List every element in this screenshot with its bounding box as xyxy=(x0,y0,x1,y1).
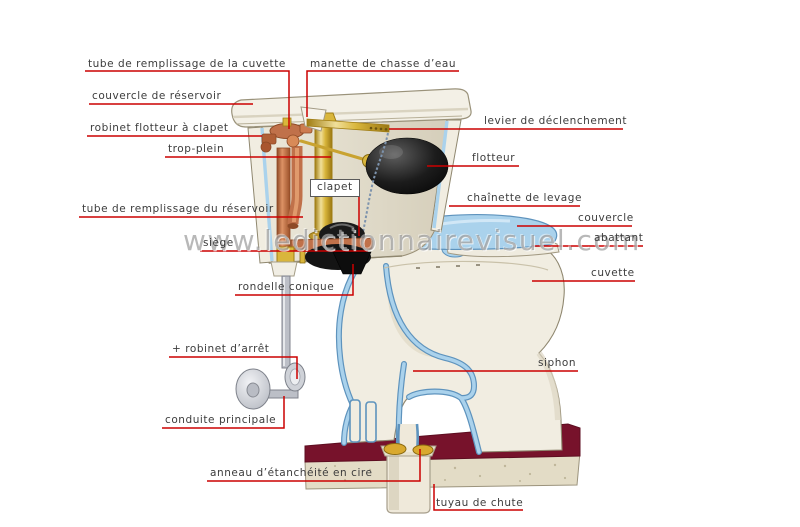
rear-channels xyxy=(349,399,377,443)
label-chainette-levage: chaînette de levage xyxy=(467,192,582,204)
label-tuyau-chute: tuyau de chute xyxy=(436,497,524,509)
flapper xyxy=(290,222,373,275)
cone-washer xyxy=(332,251,372,275)
label-anneau-etancheite-cire: anneau d’étanchéité en cire xyxy=(210,467,373,479)
label-rondelle-conique: rondelle conique xyxy=(238,281,335,293)
rim-dots xyxy=(416,264,480,269)
label-robinet-arret: + robinet d’arrêt xyxy=(172,343,270,355)
trip-lever xyxy=(306,118,390,133)
label-siege: siège xyxy=(203,237,234,249)
label-conduite-principale: conduite principale xyxy=(165,414,277,426)
label-cuvette: cuvette xyxy=(591,267,635,279)
label-couvercle-reservoir: couvercle de réservoir xyxy=(92,90,222,102)
floor-slab-texture xyxy=(318,463,567,482)
wax-ring xyxy=(383,443,434,456)
watermark: www.ledictionnairevisuel.com xyxy=(183,224,641,257)
leader-lines xyxy=(79,70,643,511)
label-flotteur: flotteur xyxy=(472,152,516,164)
label-abattant: abattant xyxy=(594,232,644,244)
lift-chain xyxy=(362,132,389,233)
label-manette-chasse-eau: manette de chasse d’eau xyxy=(310,58,457,70)
bowl-pedestal xyxy=(335,244,565,455)
soil-pipe xyxy=(380,445,437,514)
tank-lid xyxy=(231,88,472,128)
label-tube-remplissage-reservoir: tube de remplissage du réservoir xyxy=(82,203,274,215)
label-levier-declenchement: levier de déclenchement xyxy=(484,115,628,127)
label-trop-plein: trop-plein xyxy=(168,143,225,155)
label-tube-remplissage-cuvette: tube de remplissage de la cuvette xyxy=(88,58,286,70)
label-robinet-flotteur-clapet: robinet flotteur à clapet xyxy=(90,122,229,134)
label-couvercle: couvercle xyxy=(578,212,634,224)
label-clapet: clapet xyxy=(310,179,360,197)
label-siphon: siphon xyxy=(538,357,577,369)
